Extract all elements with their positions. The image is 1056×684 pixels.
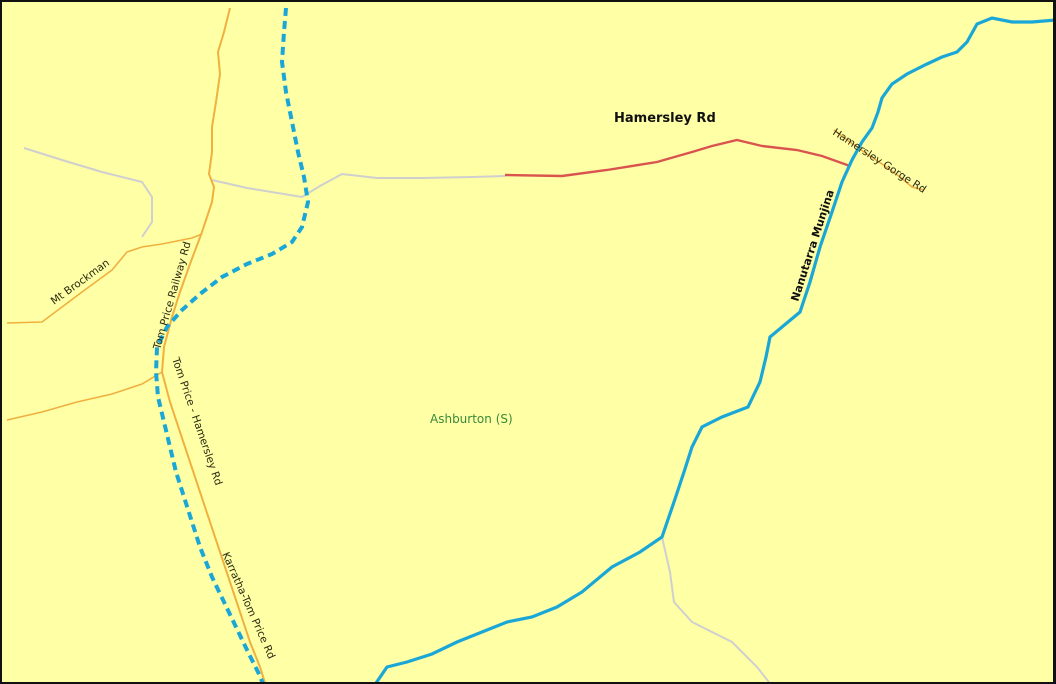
road-west-lower xyxy=(6,371,163,421)
road-hamersley-gorge xyxy=(833,129,925,191)
label-tom-price-railway-rd: Tom Price Railway Rd xyxy=(151,240,194,351)
grey-track-south xyxy=(661,536,771,682)
hamersley-road-highlighted[interactable] xyxy=(504,138,851,178)
railway-dashed xyxy=(153,7,311,682)
river-nanutarra-munjina[interactable] xyxy=(374,16,1056,684)
label-hamersley-gorge-rd: Hamersley Gorge Rd xyxy=(830,126,928,195)
label-ashburton-shire: Ashburton (S) xyxy=(430,412,513,426)
road-mt-brockman xyxy=(6,233,203,324)
grey-track-northwest xyxy=(23,147,153,238)
grey-track-west-to-hamersley xyxy=(211,172,506,199)
label-nanutarra-munjina: Nanutarra Munjina xyxy=(788,188,836,303)
road-north-main xyxy=(161,7,231,373)
label-karratha-tom-price-rd: Karratha-Tom Price Rd xyxy=(219,550,277,660)
label-hamersley-rd: Hamersley Rd xyxy=(614,111,716,126)
road-tom-price-south xyxy=(161,371,266,682)
label-mt-brockman: Mt Brockman xyxy=(49,257,112,308)
